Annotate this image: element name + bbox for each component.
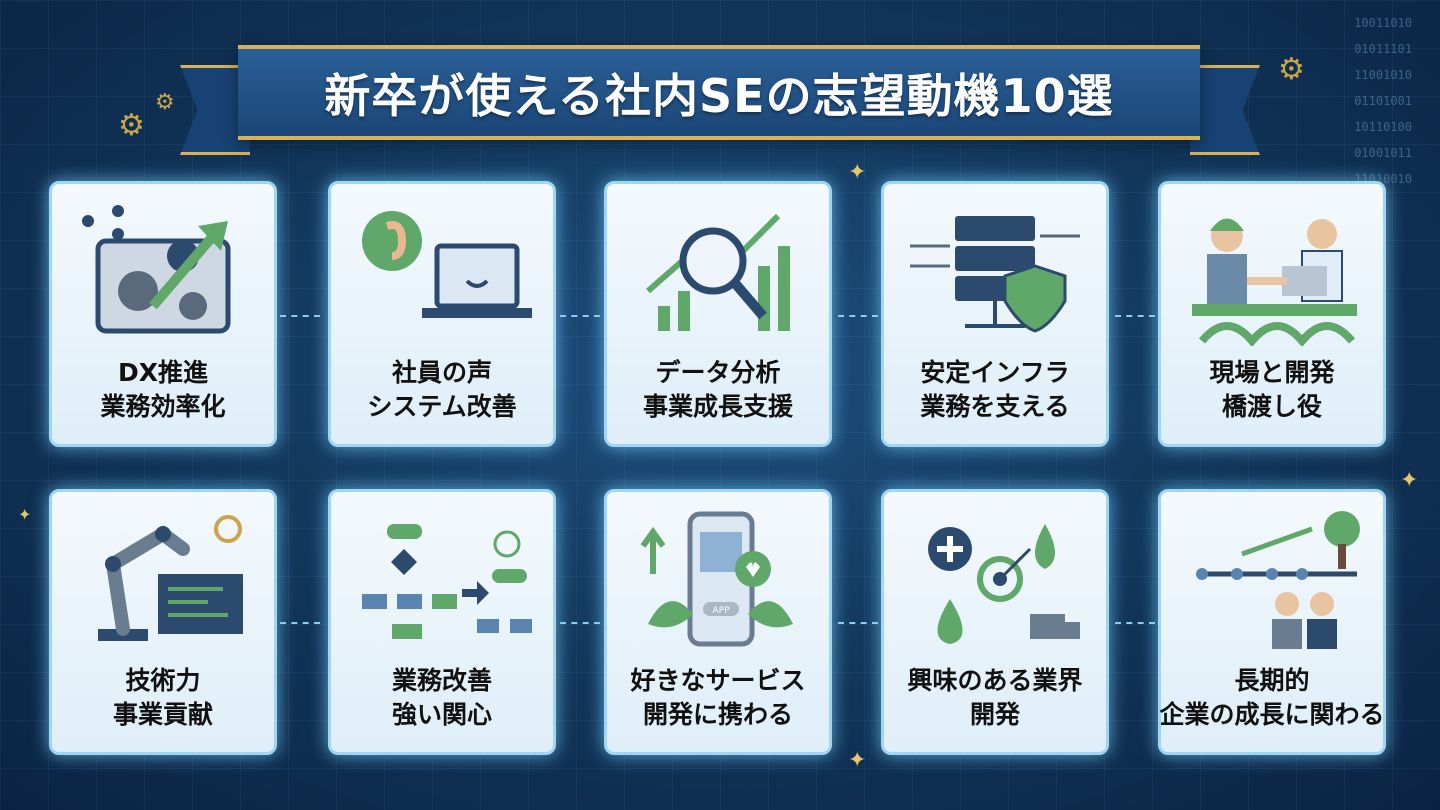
gear-icon: ⚙ xyxy=(1278,52,1305,87)
connector-arrow xyxy=(838,622,878,624)
card-title: DX推進 xyxy=(117,358,209,387)
connector-arrow xyxy=(280,315,320,317)
card-subtitle: 事業貢献 xyxy=(112,700,213,729)
card-tech-skill: 技術力 事業貢献 xyxy=(49,489,277,755)
gears-arrow-icon xyxy=(82,205,231,334)
card-title: 現場と開発 xyxy=(1209,358,1335,387)
sparkle-icon: ✦ xyxy=(848,748,867,773)
card-title: 技術力 xyxy=(125,666,201,695)
industry-icons xyxy=(928,524,1080,644)
connector-arrow xyxy=(1115,315,1155,317)
card-subtitle: 強い関心 xyxy=(391,700,492,729)
title-banner: 新卒が使える社内SEの志望動機10選 xyxy=(238,45,1200,140)
connector-arrow xyxy=(560,315,600,317)
chart-magnifier-icon xyxy=(646,213,790,331)
card-title: 好きなサービス xyxy=(630,666,806,695)
card-subtitle: 開発 xyxy=(969,700,1020,729)
card-favorite-service: APP 好きなサービス 開発に携わる xyxy=(604,489,832,755)
server-shield-icon xyxy=(910,216,1080,333)
card-business-improvement: 業務改善 強い関心 xyxy=(328,489,556,755)
card-infrastructure: 安定インフラ 業務を支える xyxy=(881,181,1109,447)
handshake-bridge-icon xyxy=(1192,218,1357,346)
binary-decoration: 10011010 01011101 11001010 01101001 1011… xyxy=(1354,16,1412,186)
card-title: データ分析 xyxy=(655,358,781,387)
sparkle-icon: ✦ xyxy=(1400,468,1419,493)
card-subtitle: システム改善 xyxy=(367,392,517,421)
robot-arm-icon xyxy=(98,515,243,641)
card-title: 社員の声 xyxy=(391,358,492,387)
card-subtitle: 橋渡し役 xyxy=(1221,392,1322,421)
card-long-term: 長期的 企業の成長に関わる xyxy=(1158,489,1386,755)
sparkle-icon: ✦ xyxy=(18,505,32,524)
card-dx: DX推進 業務効率化 xyxy=(49,181,277,447)
card-title: 興味のある業界 xyxy=(907,666,1083,695)
connector-arrow xyxy=(560,622,600,624)
card-subtitle: 開発に携わる xyxy=(642,700,793,729)
growth-timeline-icon xyxy=(1196,511,1360,649)
card-industry: 興味のある業界 開発 xyxy=(881,489,1109,755)
phone-app-icon: APP xyxy=(640,511,793,647)
gear-icon: ⚙ xyxy=(118,108,145,143)
ear-laptop-icon xyxy=(362,211,532,318)
card-subtitle: 事業成長支援 xyxy=(642,392,793,421)
connector-arrow xyxy=(1115,622,1155,624)
card-title: 業務改善 xyxy=(391,666,492,695)
app-badge: APP xyxy=(712,606,730,616)
page-title: 新卒が使える社内SEの志望動機10選 xyxy=(324,68,1114,123)
card-title: 安定インフラ xyxy=(920,358,1070,387)
connector-arrow xyxy=(838,315,878,317)
gear-icon: ⚙ xyxy=(155,90,175,115)
flowchart-icon xyxy=(362,524,532,639)
card-bridge: 現場と開発 橋渡し役 xyxy=(1158,181,1386,447)
card-data-analysis: データ分析 事業成長支援 xyxy=(604,181,832,447)
card-employee-voice: 社員の声 システム改善 xyxy=(328,181,556,447)
sparkle-icon: ✦ xyxy=(848,160,867,185)
card-title: 長期的 xyxy=(1234,666,1310,695)
card-subtitle: 業務効率化 xyxy=(100,392,226,421)
connector-arrow xyxy=(280,622,320,624)
card-subtitle: 業務を支える xyxy=(920,392,1070,421)
card-subtitle: 企業の成長に関わる xyxy=(1159,700,1385,729)
